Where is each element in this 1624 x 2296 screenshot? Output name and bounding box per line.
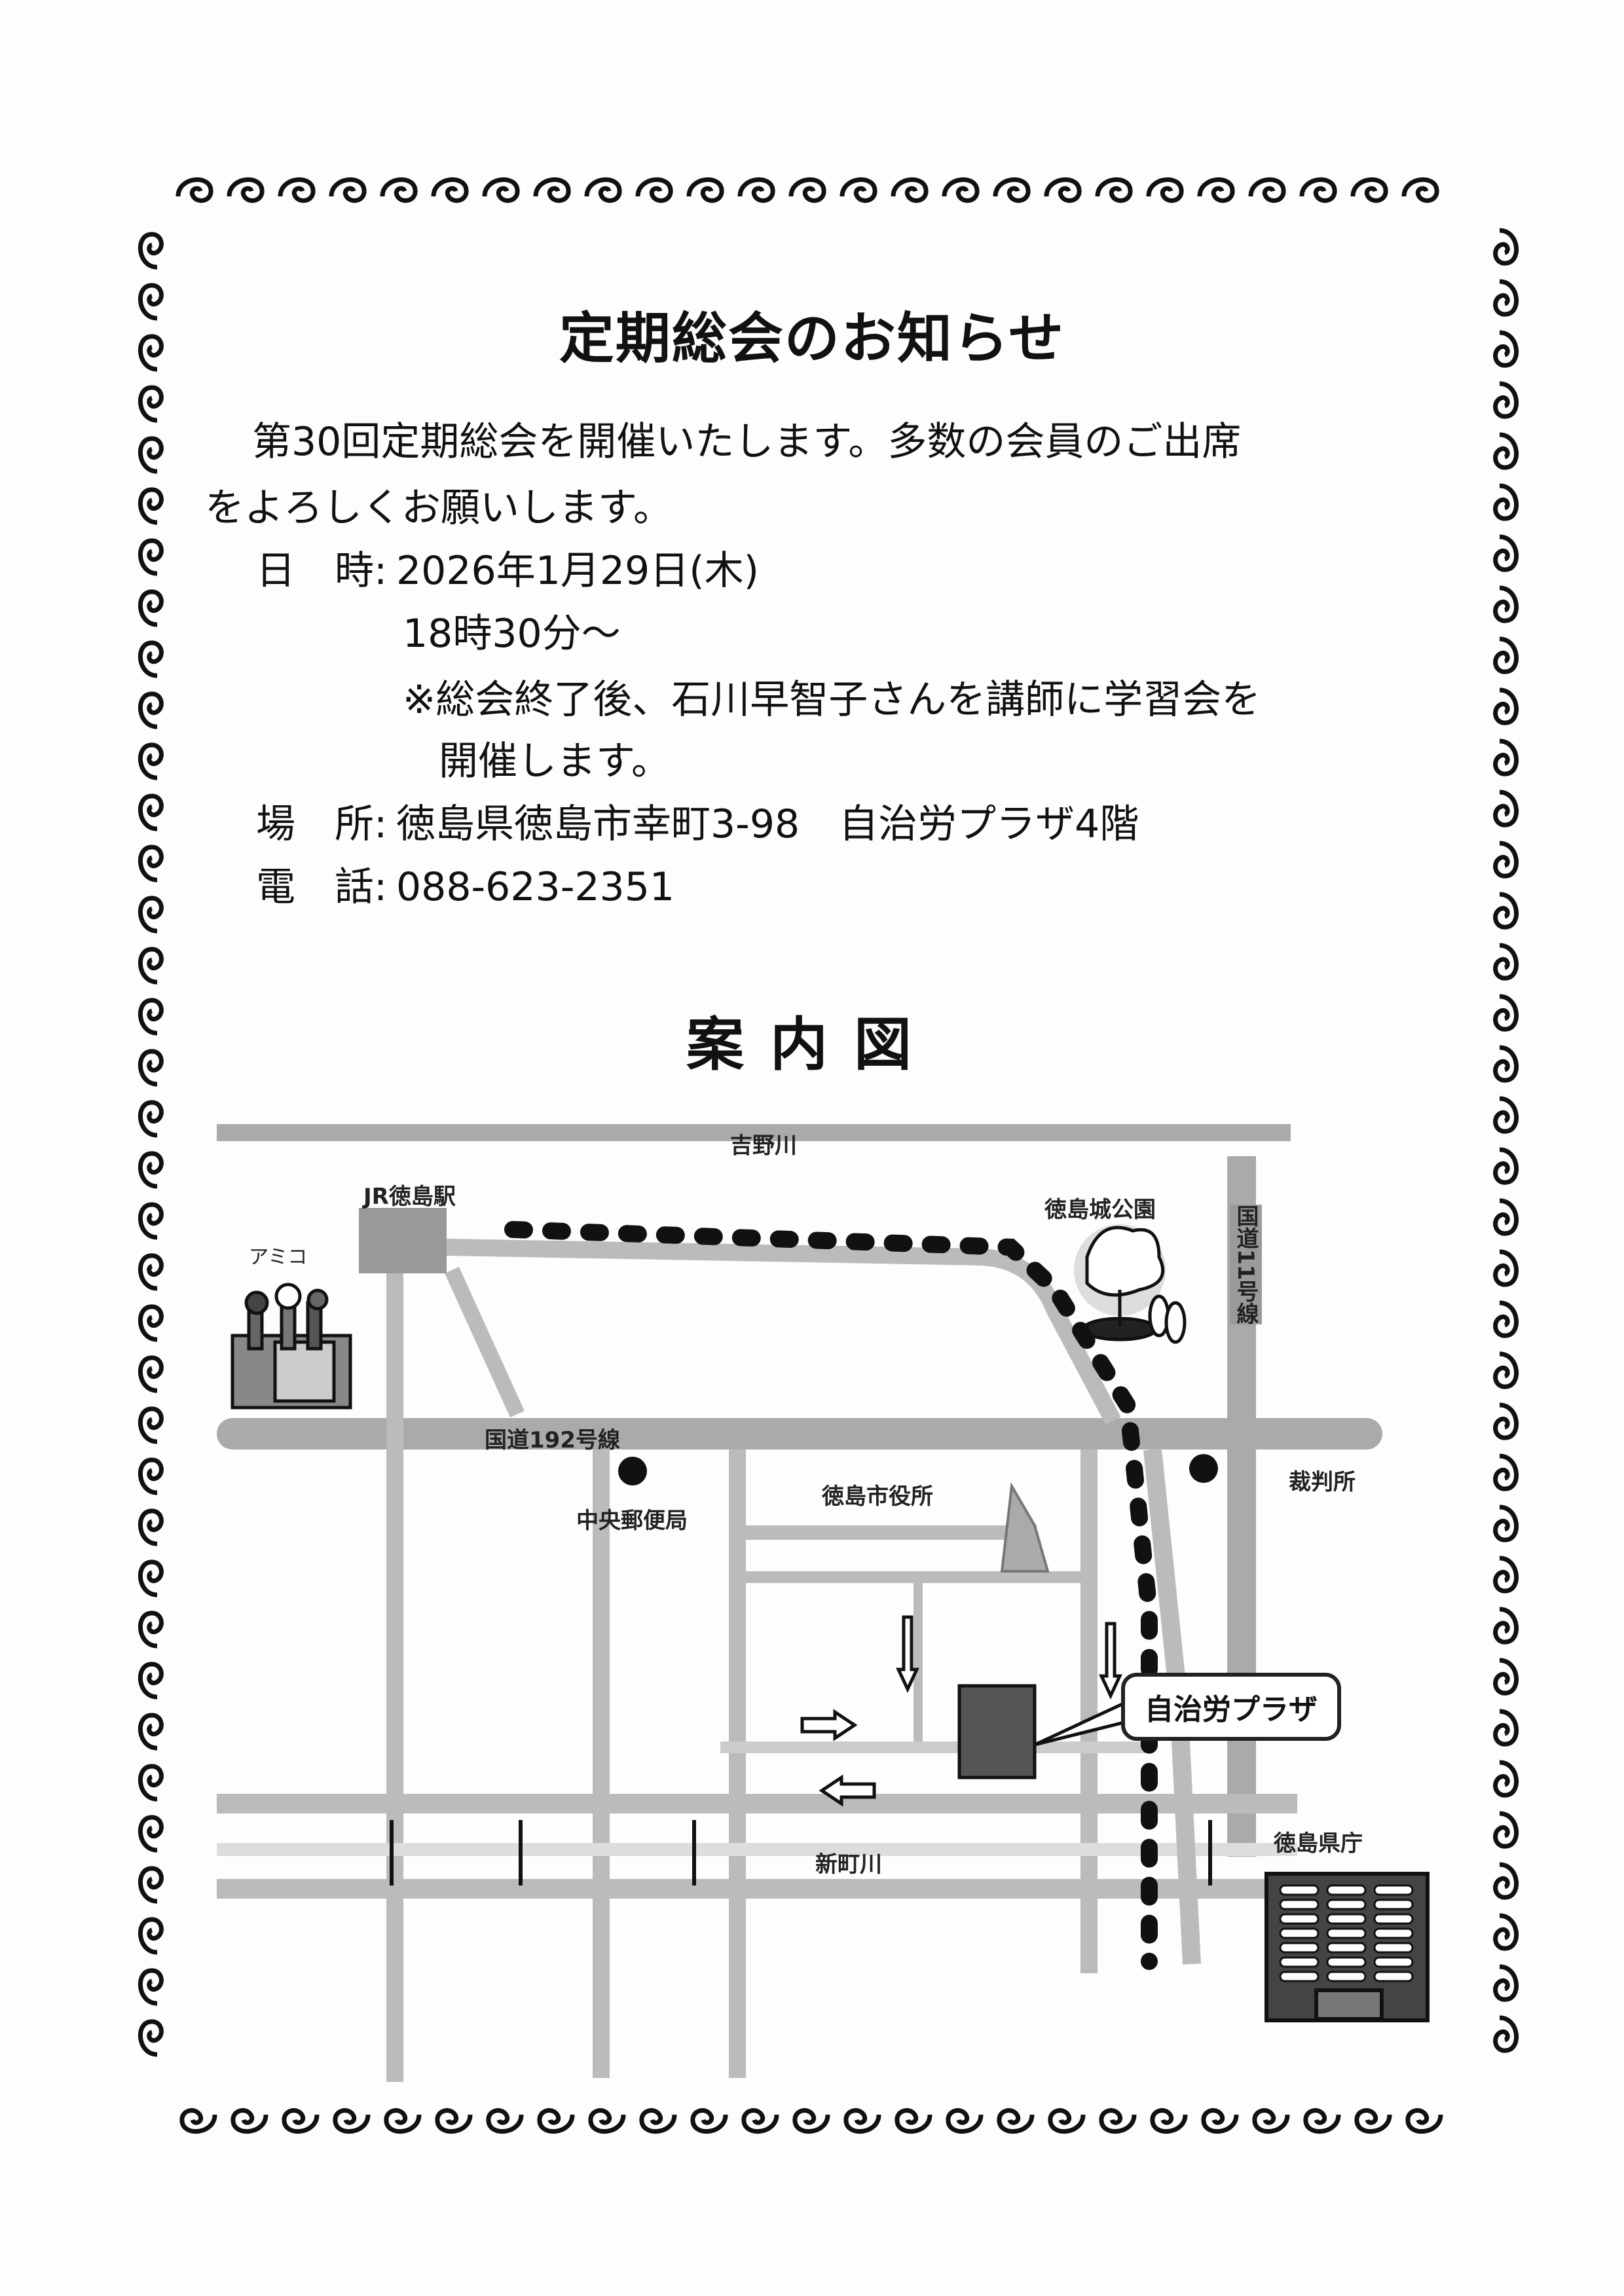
note-line-2: 開催します。 (439, 738, 671, 784)
label-city-hall: 徳島市役所 (822, 1484, 933, 1510)
label-jr-station: JR徳島駅 (363, 1184, 456, 1210)
label-pref-office: 徳島県庁 (1274, 1831, 1363, 1857)
place-label: 場 所: (256, 801, 388, 847)
date-value: 2026年1月29日(木) (396, 548, 760, 594)
note-line-1: ※総会終了後、石川早智子さんを講師に学習会を (403, 677, 1261, 723)
label-amico: アミコ (249, 1246, 308, 1269)
label-route11: 国道11号線 (1230, 1205, 1262, 1325)
castle-park-tree-icon (1074, 1224, 1187, 1344)
plaza-callout: 自治労プラザ (1121, 1673, 1341, 1741)
one-way-arrows (800, 1615, 1122, 1807)
jr-station-box (359, 1208, 447, 1273)
intro-line-2: をよろしくお願いします。 (205, 485, 673, 531)
label-court: 裁判所 (1289, 1469, 1356, 1495)
map-title: 案内図 (686, 1011, 938, 1078)
label-post-office: 中央郵便局 (576, 1508, 688, 1534)
intro-line-1: 第30回定期総会を開催いたします。多数の会員のご出席 (252, 419, 1242, 465)
label-castle-park: 徳島城公園 (1044, 1197, 1156, 1223)
yoshino-river-band (217, 1124, 1291, 1141)
walking-route (504, 1221, 1158, 1970)
place-value: 徳島県徳島市幸町3-98 自治労プラザ4階 (396, 801, 1139, 847)
phone-value: 088-623-2351 (396, 864, 675, 910)
map-graphics (217, 1124, 1430, 2082)
page-title: 定期総会のお知らせ (559, 306, 1065, 371)
court-marker (1189, 1454, 1218, 1483)
shinmachi-river (217, 1843, 1297, 1856)
label-yoshino-river: 吉野川 (730, 1133, 797, 1159)
plaza-building-icon (957, 1684, 1037, 1779)
time-value: 18時30分～ (403, 611, 621, 657)
route192-road (217, 1418, 1382, 1449)
city-hall-icon (1000, 1482, 1050, 1573)
post-office-marker (618, 1457, 647, 1485)
scroll-border (138, 177, 1519, 2134)
date-label: 日 時: (256, 548, 388, 594)
label-route192: 国道192号線 (485, 1427, 620, 1453)
phone-label: 電 話: (256, 864, 388, 910)
amico-building-icon (231, 1283, 352, 1410)
pref-office-building-icon (1264, 1872, 1430, 2022)
label-shinmachi-river: 新町川 (815, 1851, 882, 1878)
